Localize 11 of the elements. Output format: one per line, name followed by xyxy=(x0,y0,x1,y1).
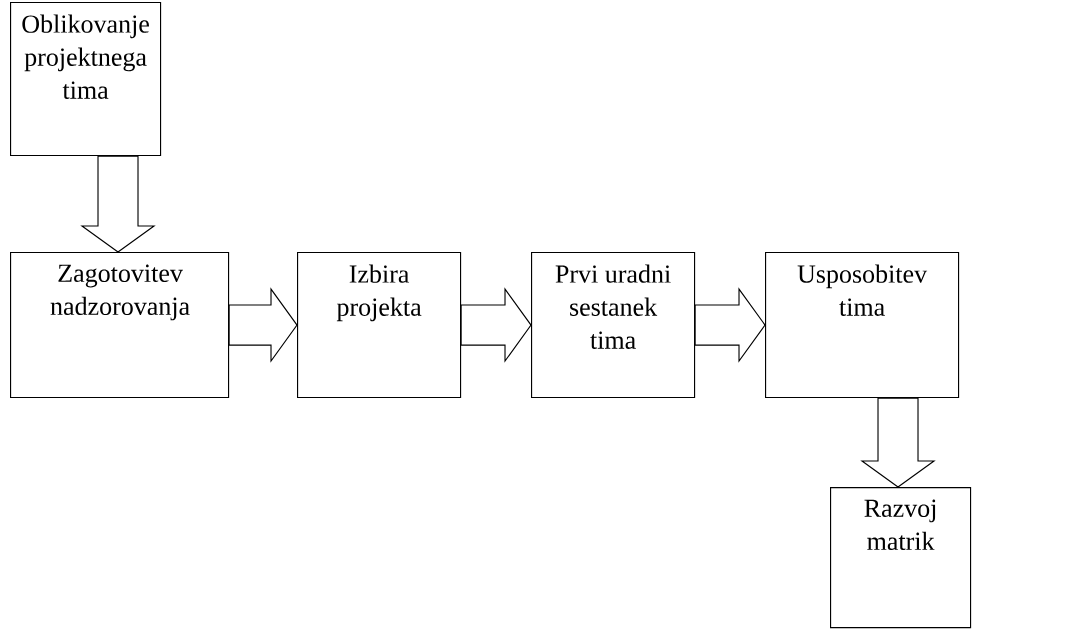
process-box: Razvoj matrik xyxy=(830,487,972,629)
process-box: Usposobitev tima xyxy=(765,252,960,399)
block-arrow xyxy=(460,287,532,363)
process-box: Izbira projekta xyxy=(297,252,462,399)
block-arrow xyxy=(228,287,298,363)
process-box: Prvi uradni sestanek tima xyxy=(531,252,696,399)
process-box: Zagotovitev nadzorovanja xyxy=(10,252,230,399)
block-arrow xyxy=(80,155,156,253)
block-arrow xyxy=(860,397,936,488)
block-arrow xyxy=(694,287,766,363)
process-box: Oblikovanje projektnega tima xyxy=(10,2,162,157)
